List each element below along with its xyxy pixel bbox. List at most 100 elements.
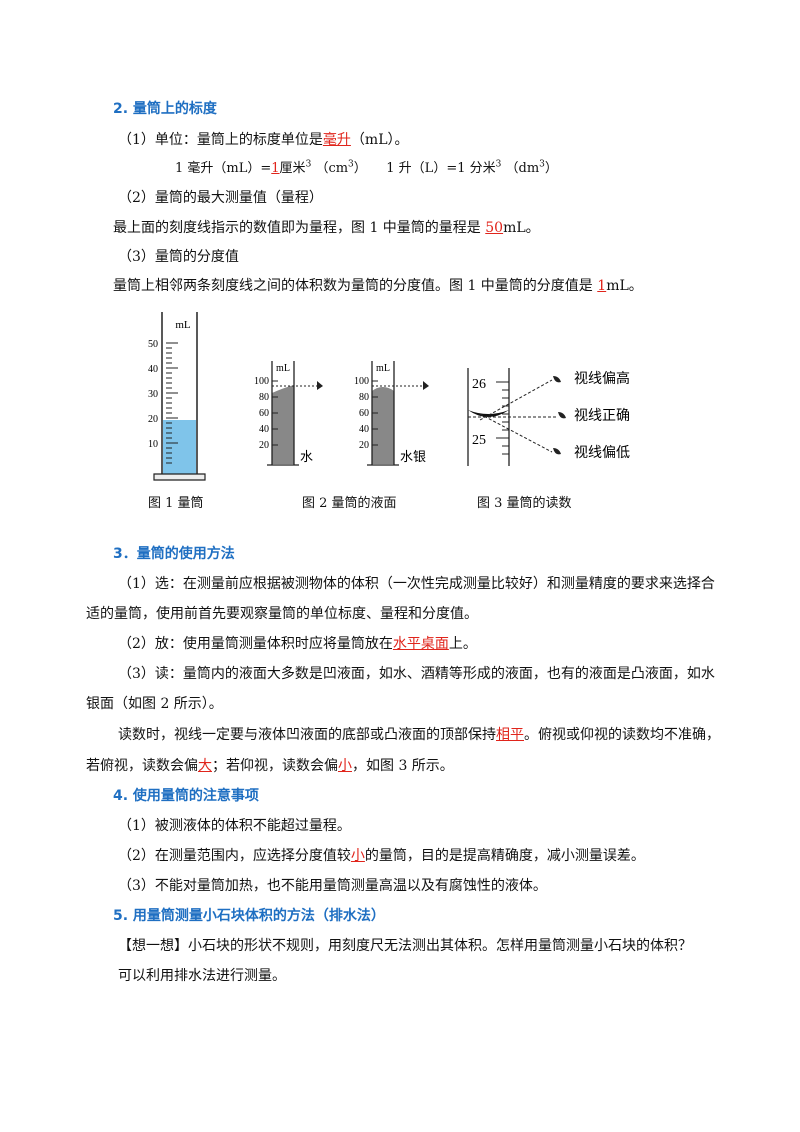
tick-marks [496, 381, 509, 455]
answer-text: 水平桌面 [392, 636, 449, 652]
text: ） 1 升（L）=1 分米 [353, 161, 496, 176]
answer-text: 大 [198, 758, 212, 774]
section-5-heading: 5. 用量筒测量小石块体积的方法（排水法） [113, 908, 385, 924]
tick-marks [272, 380, 278, 446]
tick-label: 80 [259, 392, 269, 403]
label-view-low: 视线偏低 [574, 445, 630, 461]
section-3-heading: 3．量筒的使用方法 [113, 546, 235, 562]
s4-item-2: （2）在测量范围内，应选择分度值较小的量筒，目的是提高精确度，减小测量误差。 [118, 846, 645, 866]
text: mL。 [606, 278, 643, 294]
cylinder-base [153, 473, 206, 481]
tick-label: 60 [359, 408, 369, 419]
tick-label: 40 [259, 424, 269, 435]
text: （mL）。 [350, 132, 409, 148]
text: （1）单位：量筒上的标度单位是 [118, 132, 323, 148]
text: 读数时，视线一定要与液体凹液面的底部或凸液面的顶部保持 [118, 727, 496, 743]
s2-range-body: 最上面的刻度线指示的数值即为量程，图 1 中量筒的量程是 50mL。 [113, 218, 540, 238]
tick-label: 40 [359, 424, 369, 435]
s3-select-line-2: 适的量筒，使用前首先要观察量筒的单位标度、量程和分度值。 [86, 606, 478, 622]
text: 厘米 [279, 161, 306, 176]
tick-label: 10 [148, 439, 158, 450]
text: ；若仰视，读数会偏 [212, 758, 338, 774]
liquid [163, 420, 196, 474]
figure-3-caption: 图 3 量筒的读数 [477, 496, 572, 511]
tick-label: 26 [472, 377, 486, 392]
s4-item-3: （3）不能对量筒加热，也不能用量筒测量高温以及有腐蚀性的液体。 [118, 878, 547, 894]
water-label: 水 [300, 449, 313, 464]
mercury-liquid [372, 387, 394, 464]
s3-place-line: （2）放：使用量筒测量体积时应将量筒放在水平桌面上。 [118, 634, 477, 654]
s2-division-title: （3）量筒的分度值 [118, 249, 239, 265]
text: 。俯视或仰视的读数均不准确， [524, 727, 720, 743]
unit-label: mL [175, 319, 191, 331]
figure-2-caption: 图 2 量筒的液面 [302, 496, 397, 511]
tick-label: 40 [148, 364, 158, 375]
section-2-heading: 2. 量筒上的标度 [113, 101, 217, 117]
sight-line-low [479, 413, 553, 453]
text: 若俯视，读数会偏 [86, 758, 198, 774]
tick-label: 100 [254, 376, 269, 387]
tick-label: 80 [359, 392, 369, 403]
tick-marks [166, 342, 178, 464]
sight-line-high [479, 379, 553, 421]
figure-2-liquid-surfaces: mL 100 80 60 40 20 水 mL 100 80 60 40 20 … [254, 361, 429, 466]
eye-icon [553, 376, 561, 383]
answer-text: 50 [485, 220, 504, 236]
figure-1-cylinder: mL 50 40 30 20 10 [148, 312, 206, 481]
answer-text: 小 [338, 758, 352, 774]
answer-text: 小 [350, 848, 365, 864]
text: 1 毫升（mL）= [175, 161, 272, 176]
unit-conversion-line: 1 毫升（mL）=1厘米3 （cm3） 1 升（L）=1 分米3 （dm3） [175, 159, 558, 179]
text: 量筒上相邻两条刻度线之间的体积数为量筒的分度值。图 1 中量筒的分度值是 [113, 278, 598, 294]
tick-label: 20 [148, 414, 158, 425]
tick-label: 50 [148, 339, 158, 350]
tick-label: 25 [472, 433, 486, 448]
section-4-heading: 4. 使用量筒的注意事项 [113, 788, 259, 804]
s5-answer-line: 可以利用排水法进行测量。 [118, 968, 286, 984]
text: ） [544, 161, 558, 176]
tick-label: 30 [148, 389, 158, 400]
sup: 3 [305, 159, 312, 170]
s2-division-body: 量筒上相邻两条刻度线之间的体积数为量筒的分度值。图 1 中量筒的分度值是 1mL… [113, 276, 643, 296]
figure-3-reading: 26 25 视线偏高 视线正确 视线偏低 [467, 368, 630, 466]
text: （2）放：使用量筒测量体积时应将量筒放在 [118, 636, 393, 652]
answer-text: 毫升 [322, 132, 351, 148]
text: 最上面的刻度线指示的数值即为量程，图 1 中量筒的量程是 [113, 220, 486, 236]
eye-icon [317, 381, 323, 390]
s3-read-line-2: 银面（如图 2 所示）。 [86, 696, 223, 712]
tick-label: 60 [259, 408, 269, 419]
figure-1-caption: 图 1 量筒 [148, 496, 204, 511]
text: 的量筒，目的是提高精确度，减小测量误差。 [364, 848, 645, 864]
tick-label: 20 [359, 440, 369, 451]
s3-read-line-1: （3）读：量筒内的液面大多数是凹液面，如水、酒精等形成的液面，也有的液面是凸液面… [118, 666, 715, 682]
unit-label: mL [376, 363, 390, 374]
water-liquid [272, 385, 294, 464]
label-view-high: 视线偏高 [574, 370, 630, 387]
cylinder-wall [161, 312, 198, 474]
sup: 3 [495, 159, 502, 170]
label-view-correct: 视线正确 [574, 408, 630, 424]
s3-reading-line-2: 若俯视，读数会偏大；若仰视，读数会偏小，如图 3 所示。 [86, 756, 454, 776]
s5-think-line: 【想一想】小石块的形状不规则，用刻度尺无法测出其体积。怎样用量筒测量小石块的体积… [118, 938, 692, 954]
text: ，如图 3 所示。 [352, 758, 454, 774]
tick-label: 20 [259, 440, 269, 451]
answer-text: 1 [597, 278, 607, 294]
eye-icon [423, 381, 429, 390]
unit-label: mL [276, 363, 290, 374]
answer-text: 1 [271, 161, 280, 176]
s2-unit-line: （1）单位：量筒上的标度单位是毫升（mL）。 [118, 130, 409, 150]
text: （dm [505, 161, 540, 176]
text: 上。 [448, 636, 477, 652]
eye-icon [553, 448, 561, 455]
tick-label: 100 [354, 376, 369, 387]
eye-icon [558, 412, 566, 419]
s2-range-title: （2）量筒的最大测量值（量程） [118, 190, 323, 206]
s3-select-line-1: （1）选：在测量前应根据被测物体的体积（一次性完成测量比较好）和测量精度的要求来… [118, 576, 715, 592]
answer-text: 相平 [496, 727, 524, 743]
text: （cm [315, 161, 349, 176]
tick-marks [372, 380, 378, 446]
sup: 3 [348, 159, 354, 170]
s4-item-1: （1）被测液体的体积不能超过量程。 [118, 818, 351, 834]
text: mL。 [503, 220, 540, 236]
concave-meniscus [468, 410, 509, 417]
